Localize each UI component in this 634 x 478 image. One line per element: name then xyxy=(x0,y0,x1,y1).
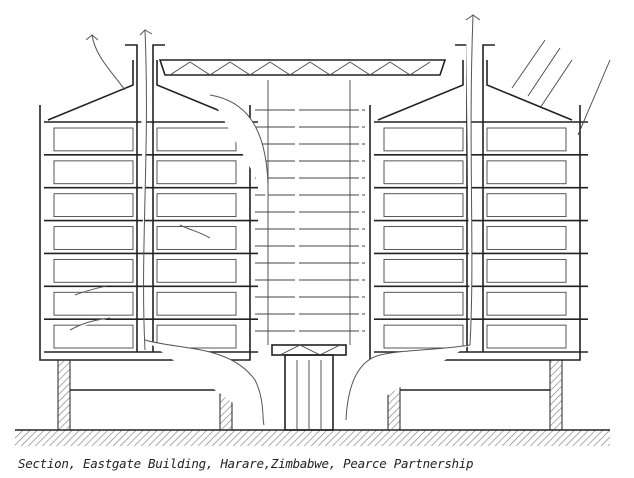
office-bay xyxy=(383,226,464,250)
office-bay xyxy=(383,127,464,152)
office-bay xyxy=(53,226,134,250)
office-bay xyxy=(156,127,237,152)
office-bay xyxy=(383,258,464,283)
airflow-arrow xyxy=(74,285,107,296)
office-bay xyxy=(383,160,464,185)
airflow-arrows xyxy=(69,14,481,426)
airflow-arrow xyxy=(465,14,481,346)
office-bay xyxy=(53,127,134,152)
office-bay xyxy=(486,258,567,283)
office-bay xyxy=(383,324,464,349)
office-bay xyxy=(486,291,567,316)
figure-caption: Section, Eastgate Building, Harare,Zimba… xyxy=(18,456,474,471)
office-bay xyxy=(53,324,134,349)
office-bay xyxy=(486,193,567,218)
airflow-arrow xyxy=(139,28,153,351)
roof xyxy=(47,60,243,121)
office-bay xyxy=(156,226,237,250)
office-bay xyxy=(486,324,567,349)
block-outline xyxy=(39,105,251,361)
airflow-arrow xyxy=(85,34,126,91)
airflow-arrow xyxy=(144,339,265,426)
airflow-arrow xyxy=(179,224,211,239)
central-base-structure xyxy=(271,344,347,431)
block-outline xyxy=(369,105,581,361)
office-bay xyxy=(486,160,567,185)
roof-bridge-truss xyxy=(158,59,447,76)
office-bay xyxy=(53,193,134,218)
office-bay xyxy=(53,160,134,185)
office-bay xyxy=(53,291,134,316)
central-atrium xyxy=(255,80,365,345)
left-office-block xyxy=(39,44,258,431)
airflow-arrow xyxy=(345,344,471,421)
office-bay xyxy=(486,226,567,250)
column xyxy=(549,359,563,431)
office-bay xyxy=(53,258,134,283)
ground-hatch xyxy=(15,429,610,446)
office-bay xyxy=(383,193,464,218)
airflow-arrow xyxy=(209,94,269,201)
office-bay xyxy=(156,324,237,349)
office-bay xyxy=(156,258,237,283)
office-bay xyxy=(383,291,464,316)
office-bay xyxy=(156,291,237,316)
roof xyxy=(377,60,573,121)
airflow-arrow xyxy=(69,317,111,331)
office-bay xyxy=(156,160,237,185)
office-bay xyxy=(156,193,237,218)
chimney xyxy=(125,44,165,90)
office-bay xyxy=(486,127,567,152)
column xyxy=(57,359,71,431)
chimney xyxy=(455,44,495,90)
sun-ray-lines xyxy=(511,39,611,136)
